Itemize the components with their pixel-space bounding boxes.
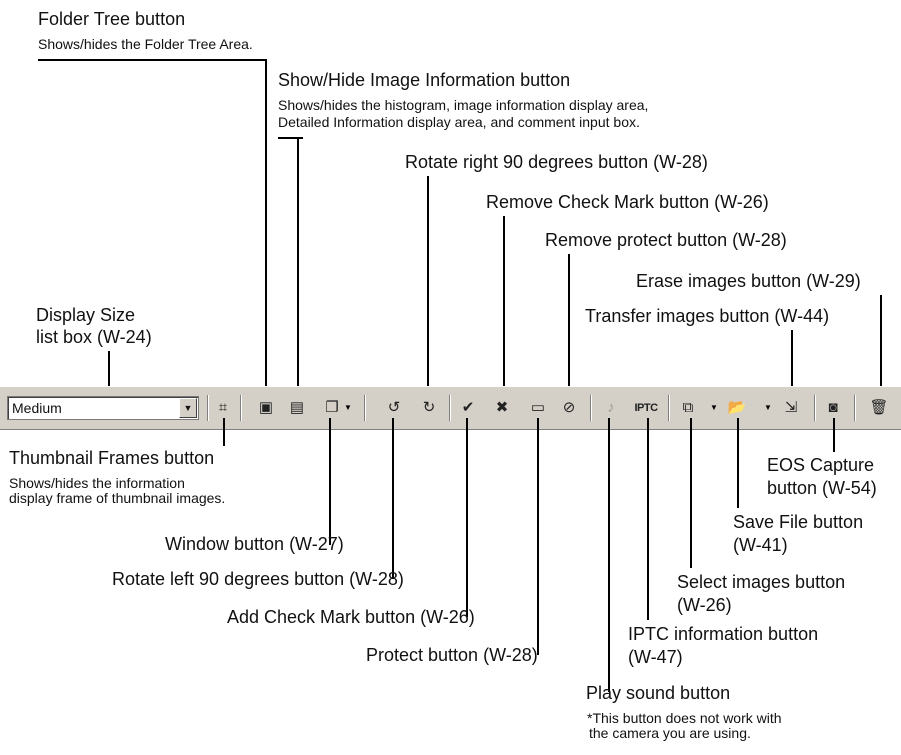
rotate-right-icon[interactable]: ↻ xyxy=(422,399,436,416)
remove-check-mark-icon[interactable]: ✖ xyxy=(495,399,509,416)
select-images-dropdown-icon[interactable]: ▼ xyxy=(710,403,718,412)
select-images-icon[interactable]: ⧉ xyxy=(682,399,694,416)
window-dropdown-icon[interactable]: ▼ xyxy=(344,403,352,412)
show-hide-info-desc-1: Shows/hides the histogram, image informa… xyxy=(278,97,649,113)
show-hide-info-leader-v xyxy=(297,137,299,399)
toolbar-separator xyxy=(814,395,816,421)
display-size-value: Medium xyxy=(12,400,62,416)
thumbnail-frames-leader xyxy=(223,418,225,446)
transfer-images-leader xyxy=(791,330,793,399)
select-images-label-1: Select images button xyxy=(677,572,846,592)
add-check-leader xyxy=(466,418,468,617)
toolbar-separator xyxy=(207,395,209,421)
erase-images-icon[interactable]: 🗑 xyxy=(869,399,889,416)
thumbnail-frames-desc-1: Shows/hides the information xyxy=(9,475,185,491)
rotate-right-leader xyxy=(427,176,429,399)
show-hide-info-icon[interactable]: ▤ xyxy=(289,399,305,416)
window-label: Window button (W-27) xyxy=(165,534,344,554)
show-hide-info-leader-h xyxy=(278,137,303,139)
display-size-label-1: Display Size xyxy=(36,305,136,325)
toolbar-separator xyxy=(590,395,592,421)
thumbnail-frames-desc-2: display frame of thumbnail images. xyxy=(9,490,226,506)
eos-capture-leader xyxy=(833,418,835,452)
chevron-down-icon[interactable]: ▼ xyxy=(179,398,197,418)
rotate-left-icon[interactable]: ↺ xyxy=(387,399,401,416)
thumbnail-frames-icon[interactable]: ⌗ xyxy=(218,399,228,416)
toolbar-separator xyxy=(668,395,670,421)
toolbar-separator xyxy=(449,395,451,421)
play-sound-note-2: the camera you are using. xyxy=(589,725,751,741)
show-hide-info-desc-2: Detailed Information display area, and c… xyxy=(278,114,640,130)
select-images-label-2: (W-26) xyxy=(677,595,732,615)
rotate-left-leader xyxy=(392,418,394,579)
eos-capture-label-2: button (W-54) xyxy=(767,478,877,498)
rotate-right-label: Rotate right 90 degrees button (W-28) xyxy=(405,152,708,172)
folder-tree-leader-v xyxy=(265,59,267,399)
toolbar: Medium ▼ ⌗ ▣ ▤ ❐ ▼ ↺ ↻ ✔ ✖ ▭ ⊘ ♪ IPTC ⧉ … xyxy=(0,386,901,430)
show-hide-info-title: Show/Hide Image Information button xyxy=(278,70,571,90)
play-sound-title: Play sound button xyxy=(586,683,731,703)
thumbnail-frames-title: Thumbnail Frames button xyxy=(9,448,215,468)
transfer-images-icon[interactable]: ⇲ xyxy=(784,399,798,416)
play-sound-leader xyxy=(608,418,610,692)
remove-check-label: Remove Check Mark button (W-26) xyxy=(486,192,769,212)
eos-capture-label-1: EOS Capture xyxy=(767,455,875,475)
erase-images-label: Erase images button (W-29) xyxy=(636,271,861,291)
save-file-label-1: Save File button xyxy=(733,512,864,532)
remove-check-leader xyxy=(503,216,505,399)
play-sound-icon[interactable]: ♪ xyxy=(607,399,615,416)
window-leader xyxy=(329,418,331,545)
iptc-icon[interactable]: IPTC xyxy=(634,402,658,414)
iptc-label-1: IPTC information button xyxy=(628,624,819,644)
check-mark-icon[interactable]: ✔ xyxy=(461,399,475,416)
protect-icon[interactable]: ▭ xyxy=(530,399,546,416)
window-icon[interactable]: ❐ xyxy=(325,399,339,416)
toolbar-separator xyxy=(240,395,242,421)
protect-label: Protect button (W-28) xyxy=(366,645,538,665)
remove-protect-leader xyxy=(568,254,570,399)
iptc-label-2: (W-47) xyxy=(628,647,683,667)
folder-tree-icon[interactable]: ▣ xyxy=(258,399,274,416)
select-images-leader xyxy=(690,418,692,568)
toolbar-separator xyxy=(364,395,366,421)
display-size-listbox[interactable]: Medium ▼ xyxy=(7,396,199,420)
save-file-label-2: (W-41) xyxy=(733,535,788,555)
save-file-icon[interactable]: 📂 xyxy=(727,399,747,416)
play-sound-note-1: *This button does not work with xyxy=(587,710,782,726)
erase-images-leader xyxy=(880,295,882,399)
display-size-leader xyxy=(108,351,110,393)
folder-tree-leader-h xyxy=(38,59,267,61)
save-file-dropdown-icon[interactable]: ▼ xyxy=(764,403,772,412)
display-size-label-2: list box (W-24) xyxy=(36,327,152,347)
toolbar-separator xyxy=(854,395,856,421)
iptc-leader xyxy=(647,418,649,620)
add-check-label: Add Check Mark button (W-26) xyxy=(227,607,475,627)
eos-capture-icon[interactable]: ◙ xyxy=(828,399,838,416)
remove-protect-label: Remove protect button (W-28) xyxy=(545,230,787,250)
transfer-images-label: Transfer images button (W-44) xyxy=(585,306,830,326)
remove-protect-icon[interactable]: ⊘ xyxy=(562,399,576,416)
folder-tree-desc: Shows/hides the Folder Tree Area. xyxy=(38,36,253,52)
folder-tree-title: Folder Tree button xyxy=(38,9,186,29)
rotate-left-label: Rotate left 90 degrees button (W-28) xyxy=(112,569,404,589)
protect-leader xyxy=(537,418,539,655)
save-file-leader xyxy=(737,418,739,508)
